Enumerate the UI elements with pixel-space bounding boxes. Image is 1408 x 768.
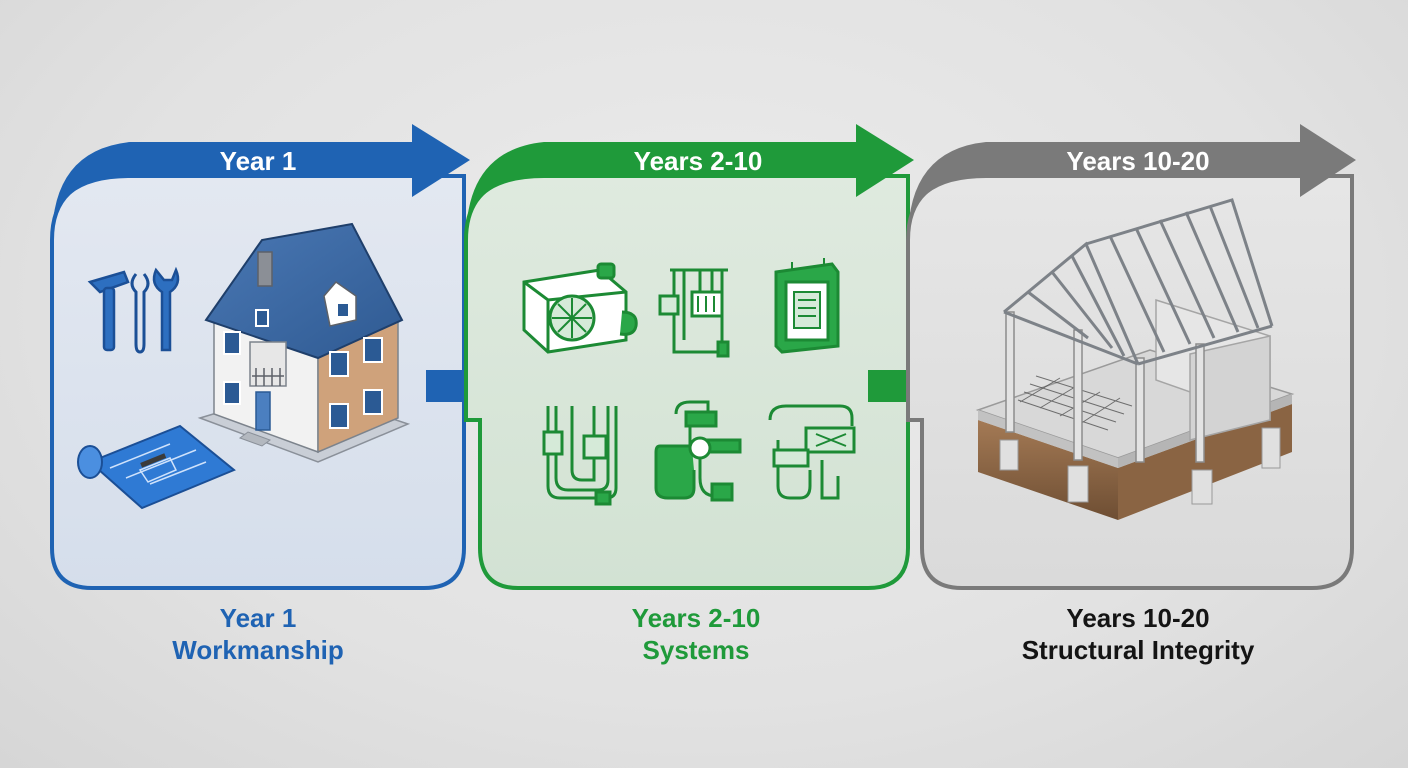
ac-unit-icon bbox=[522, 262, 638, 354]
wrench-icon bbox=[130, 273, 150, 354]
banner-label-years-10-20: Years 10-20 bbox=[1066, 146, 1209, 176]
plumbing-pipe-icon bbox=[768, 404, 856, 500]
hammer-icon bbox=[87, 270, 130, 352]
caption-years-10-20-subtitle: Structural Integrity bbox=[1021, 635, 1255, 665]
caption-year-1-title: Year 1 bbox=[219, 603, 297, 633]
stage-years-2-10: Years 2-10 bbox=[464, 124, 914, 590]
panel-years-2-10 bbox=[464, 174, 910, 590]
banner-arrow-years-10-20 bbox=[908, 124, 1356, 240]
wrench-icon-2 bbox=[152, 266, 180, 352]
banner-label-year-1: Year 1 bbox=[220, 146, 297, 176]
banner-arrow-years-2-10 bbox=[466, 124, 914, 240]
caption-years-10-20-title: Years 10-20 bbox=[1066, 603, 1210, 633]
caption-years-10-20: Years 10-20 Structural Integrity bbox=[988, 602, 1288, 666]
caption-year-1-subtitle: Workmanship bbox=[172, 635, 344, 665]
banner-label-years-2-10: Years 2-10 bbox=[634, 146, 763, 176]
caption-year-1: Year 1 Workmanship bbox=[108, 602, 408, 666]
banner-arrow-year-1 bbox=[52, 124, 470, 240]
stage-years-10-20: Years 10-20 bbox=[906, 124, 1356, 590]
caption-years-2-10-title: Years 2-10 bbox=[631, 603, 761, 633]
electrical-panel-icon bbox=[774, 258, 840, 354]
stage-year-1: Year 1 bbox=[50, 124, 470, 590]
electrical-wiring-icon bbox=[658, 268, 730, 358]
blueprint-icon bbox=[77, 424, 236, 510]
caption-years-2-10-subtitle: Systems bbox=[642, 635, 750, 665]
plumbing-valve-icon bbox=[654, 400, 742, 502]
caption-years-2-10: Years 2-10 Systems bbox=[546, 602, 846, 666]
conduit-icon bbox=[542, 406, 618, 506]
house-icon bbox=[197, 222, 411, 463]
structural-frame-icon bbox=[975, 198, 1295, 520]
